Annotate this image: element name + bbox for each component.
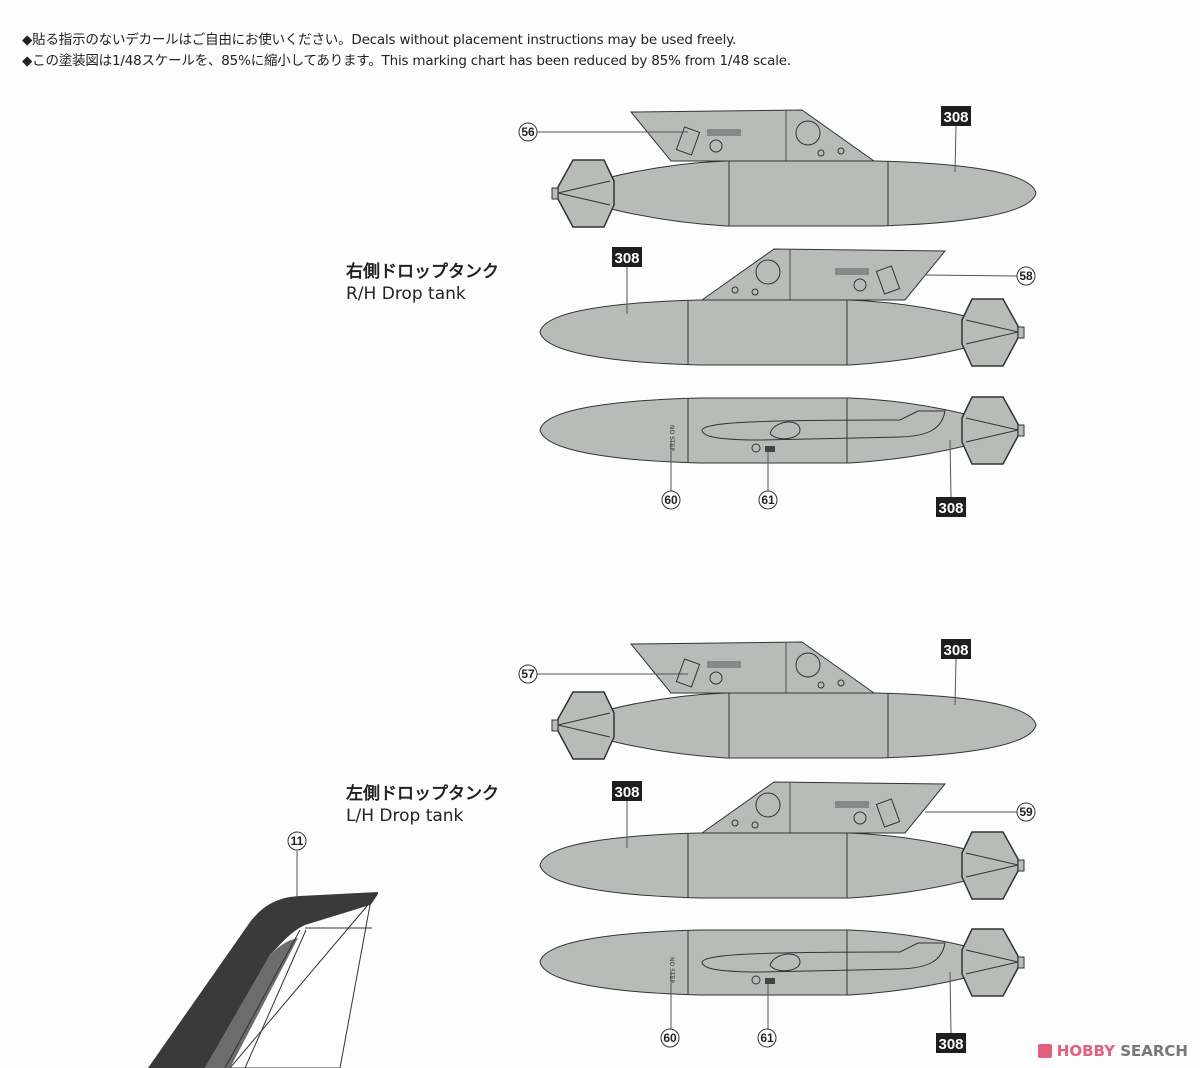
svg-text:308: 308 — [614, 784, 639, 801]
rh-tank-side-outboard — [551, 109, 1037, 228]
callout-11: 11 — [287, 831, 307, 851]
svg-text:59: 59 — [1019, 805, 1033, 819]
hobby-search-watermark: HOBBY SEARCH — [1037, 1042, 1188, 1060]
logo-icon — [1037, 1044, 1052, 1058]
svg-text:58: 58 — [1019, 269, 1033, 283]
lh-tank-side-outboard — [551, 641, 1037, 760]
svg-text:308: 308 — [938, 500, 963, 517]
leader-lines — [296, 125, 1018, 1034]
svg-text:308: 308 — [943, 109, 968, 126]
svg-text:61: 61 — [761, 493, 775, 507]
lh-title-jp: 左側ドロップタンク — [346, 784, 499, 804]
svg-text:308: 308 — [614, 250, 639, 267]
callout-308: 308 — [941, 639, 971, 659]
callout-308: 308 — [936, 1033, 966, 1053]
callout-56: 56 — [518, 122, 538, 142]
svg-text:61: 61 — [760, 1031, 774, 1045]
callout-308: 308 — [612, 781, 642, 801]
note-free-decals: ◆貼る指示のないデカールはご自由にお使いください。Decals without … — [22, 32, 737, 48]
svg-text:11: 11 — [291, 834, 304, 848]
svg-text:60: 60 — [664, 493, 678, 507]
callout-59: 59 — [1016, 802, 1036, 822]
rh-tank-bottom — [539, 396, 1025, 465]
callout-57: 57 — [518, 664, 538, 684]
callout-308: 308 — [936, 497, 966, 517]
callout-58: 58 — [1016, 266, 1036, 286]
callout-308: 308 — [941, 106, 971, 126]
svg-text:56: 56 — [521, 125, 535, 139]
svg-text:60: 60 — [663, 1031, 677, 1045]
callout-60: 60 — [660, 1028, 680, 1048]
svg-text:308: 308 — [938, 1036, 963, 1053]
rh-title-en: R/H Drop tank — [346, 284, 466, 304]
callout-60: 60 — [661, 490, 681, 510]
lh-title-en: L/H Drop tank — [346, 806, 464, 826]
callout-308: 308 — [612, 247, 642, 267]
lh-tank-bottom — [539, 928, 1025, 997]
svg-text:308: 308 — [943, 642, 968, 659]
callout-61: 61 — [758, 490, 778, 510]
tail-fin-marking — [148, 892, 379, 1068]
note-scale: ◆この塗装図は1/48スケールを、85%に縮小してあります。This marki… — [22, 53, 791, 69]
rh-title-jp: 右側ドロップタンク — [346, 262, 499, 282]
svg-text:57: 57 — [521, 667, 535, 681]
callout-61: 61 — [757, 1028, 777, 1048]
